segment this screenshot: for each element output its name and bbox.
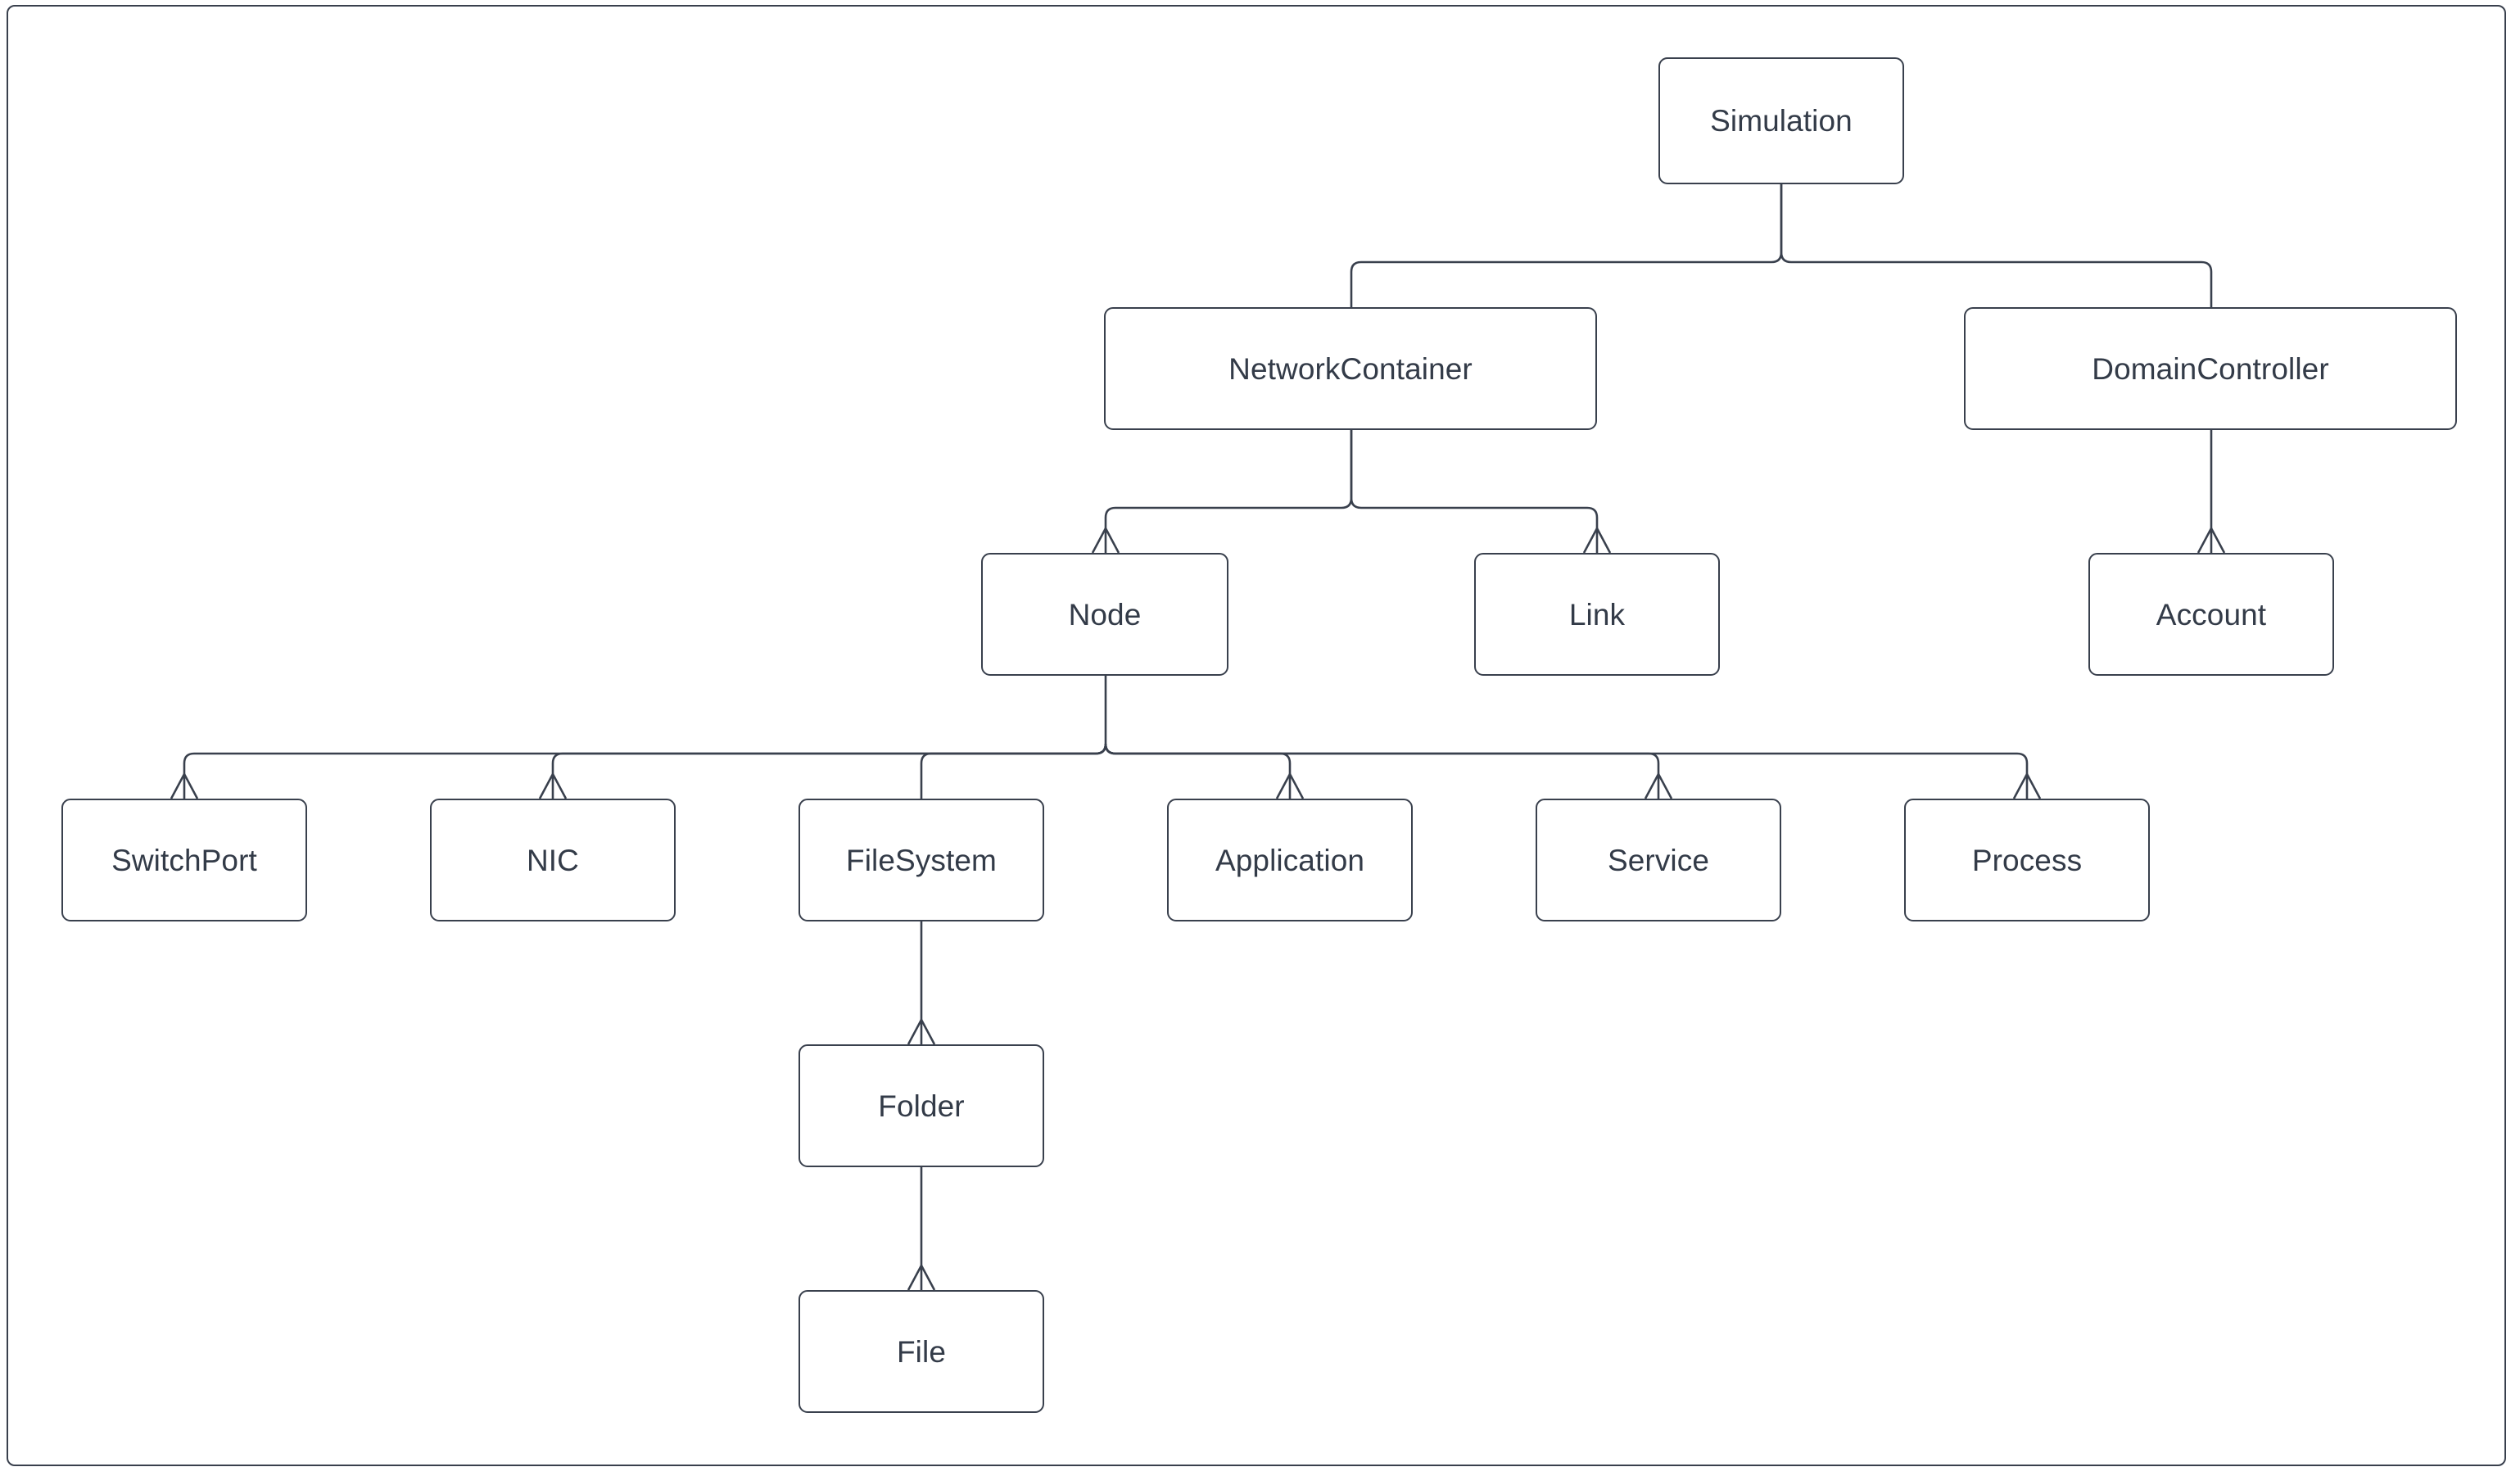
class-label-file: File: [896, 1334, 947, 1369]
class-node-filesystem[interactable]: FileSystem: [799, 799, 1044, 921]
class-node-node[interactable]: Node: [981, 553, 1228, 676]
class-label-service: Service: [1607, 843, 1710, 877]
class-node-folder[interactable]: Folder: [799, 1044, 1044, 1167]
canvas-frame: [7, 5, 2506, 1466]
class-node-nic[interactable]: NIC: [430, 799, 676, 921]
class-node-account[interactable]: Account: [2088, 553, 2334, 676]
class-node-service[interactable]: Service: [1536, 799, 1781, 921]
class-label-domaincontroller: DomainController: [2092, 351, 2329, 386]
class-node-simulation[interactable]: Simulation: [1658, 57, 1904, 184]
class-node-networkcontainer[interactable]: NetworkContainer: [1104, 307, 1597, 430]
class-label-process: Process: [1971, 843, 2083, 877]
class-label-account: Account: [2156, 597, 2267, 632]
class-node-file[interactable]: File: [799, 1290, 1044, 1413]
class-node-application[interactable]: Application: [1167, 799, 1413, 921]
class-label-folder: Folder: [878, 1089, 965, 1123]
class-label-link: Link: [1568, 597, 1626, 632]
class-label-nic: NIC: [526, 843, 580, 877]
class-label-networkcontainer: NetworkContainer: [1228, 351, 1473, 386]
class-node-switchport[interactable]: SwitchPort: [61, 799, 307, 921]
class-node-link[interactable]: Link: [1474, 553, 1720, 676]
class-node-domaincontroller[interactable]: DomainController: [1964, 307, 2457, 430]
class-label-node: Node: [1068, 597, 1142, 632]
class-node-process[interactable]: Process: [1904, 799, 2150, 921]
class-label-simulation: Simulation: [1710, 104, 1853, 138]
class-label-application: Application: [1215, 843, 1365, 877]
class-label-filesystem: FileSystem: [846, 843, 997, 877]
class-label-switchport: SwitchPort: [111, 843, 257, 877]
